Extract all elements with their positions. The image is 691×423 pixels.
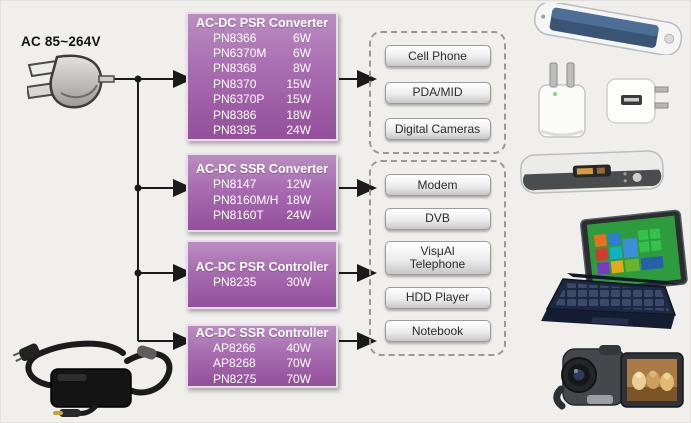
block-title: AC-DC PSR Controller — [195, 259, 329, 274]
application-button-visual-telephone[interactable]: VisμAl Telephone — [384, 241, 491, 275]
part-row: AP8268 70W — [188, 356, 336, 371]
application-button-modem[interactable]: Modem — [384, 174, 491, 196]
part-power: 15W — [286, 92, 311, 107]
tablet-image — [580, 209, 688, 295]
ac-input-label: AC 85~264V — [21, 34, 101, 49]
block-ac-dc-psr-converter: AC-DC PSR Converter PN8366 6W PN6370M 6W… — [186, 12, 338, 141]
application-button-dvb[interactable]: DVB — [384, 207, 491, 230]
usb-chargers-image — [538, 62, 669, 138]
application-group-2: Modem DVB VisμAl Telephone HDD Player No… — [369, 160, 506, 356]
part-power: 18W — [286, 192, 311, 207]
part-name: PN8368 — [213, 61, 257, 76]
part-row: PN8368 8W — [188, 61, 336, 76]
part-power: 12W — [286, 177, 311, 192]
part-power: 8W — [293, 61, 311, 76]
part-name: PN8370 — [213, 76, 257, 91]
set-top-box-image — [520, 150, 664, 194]
part-power: 18W — [286, 107, 311, 122]
application-button-digital-cameras[interactable]: Digital Cameras — [384, 118, 491, 140]
part-row: PN8160T 24W — [188, 208, 336, 223]
part-name: AP8266 — [213, 340, 256, 355]
part-power: 40W — [286, 340, 311, 355]
camcorder-image — [553, 345, 684, 410]
block-title: AC-DC SSR Controller — [195, 325, 329, 340]
smartphone-image — [533, 3, 683, 55]
part-row: PN6370M 6W — [188, 46, 336, 61]
part-name: PN8160T — [213, 208, 264, 223]
part-name: AP8268 — [213, 356, 256, 371]
part-power: 24W — [286, 208, 311, 223]
part-name: PN6370M — [213, 45, 267, 60]
part-name: PN6370P — [213, 92, 265, 107]
part-row: PN8386 18W — [188, 108, 336, 123]
notebook-keyboard-image — [541, 273, 679, 329]
part-power: 6W — [293, 45, 311, 60]
part-row: PN8395 24W — [188, 123, 336, 138]
part-power: 6W — [293, 30, 311, 45]
block-ac-dc-ssr-controller: AC-DC SSR Controller AP8266 40W AP8268 7… — [186, 324, 338, 388]
part-power: 30W — [286, 274, 311, 289]
block-ac-dc-ssr-converter: AC-DC SSR Converter PN8147 12W PN8160M/H… — [186, 153, 338, 232]
part-name: PN8366 — [213, 30, 257, 45]
part-row: PN8370 15W — [188, 77, 336, 92]
part-name: PN8275 — [213, 371, 257, 386]
part-row: PN8275 70W — [188, 372, 336, 387]
part-name: PN8235 — [213, 274, 257, 289]
part-power: 70W — [286, 356, 311, 371]
application-button-cell-phone[interactable]: Cell Phone — [384, 45, 491, 67]
part-power: 15W — [286, 76, 311, 91]
part-row: PN6370P 15W — [188, 92, 336, 107]
part-name: PN8147 — [213, 177, 257, 192]
block-title: AC-DC PSR Converter — [196, 15, 328, 30]
part-row: AP8266 40W — [188, 341, 336, 356]
application-group-1: Cell Phone PDA/MID Digital Cameras — [369, 31, 506, 154]
part-row: PN8160M/H 18W — [188, 193, 336, 208]
block-ac-dc-psr-controller: AC-DC PSR Controller PN8235 30W — [186, 240, 338, 309]
part-name: PN8395 — [213, 123, 257, 138]
application-button-notebook[interactable]: Notebook — [384, 320, 491, 342]
part-name: PN8160M/H — [213, 192, 279, 207]
part-name: PN8386 — [213, 107, 257, 122]
application-button-hdd-player[interactable]: HDD Player — [384, 286, 491, 309]
ac-plug-icon — [27, 54, 115, 109]
part-power: 70W — [286, 371, 311, 386]
application-button-pda-mid[interactable]: PDA/MID — [384, 81, 491, 104]
part-row: PN8147 12W — [188, 177, 336, 192]
part-power: 24W — [286, 123, 311, 138]
power-adapter-image — [12, 340, 173, 417]
part-row: PN8235 30W — [188, 275, 336, 290]
block-title: AC-DC SSR Converter — [196, 162, 328, 177]
part-row: PN8366 6W — [188, 31, 336, 46]
